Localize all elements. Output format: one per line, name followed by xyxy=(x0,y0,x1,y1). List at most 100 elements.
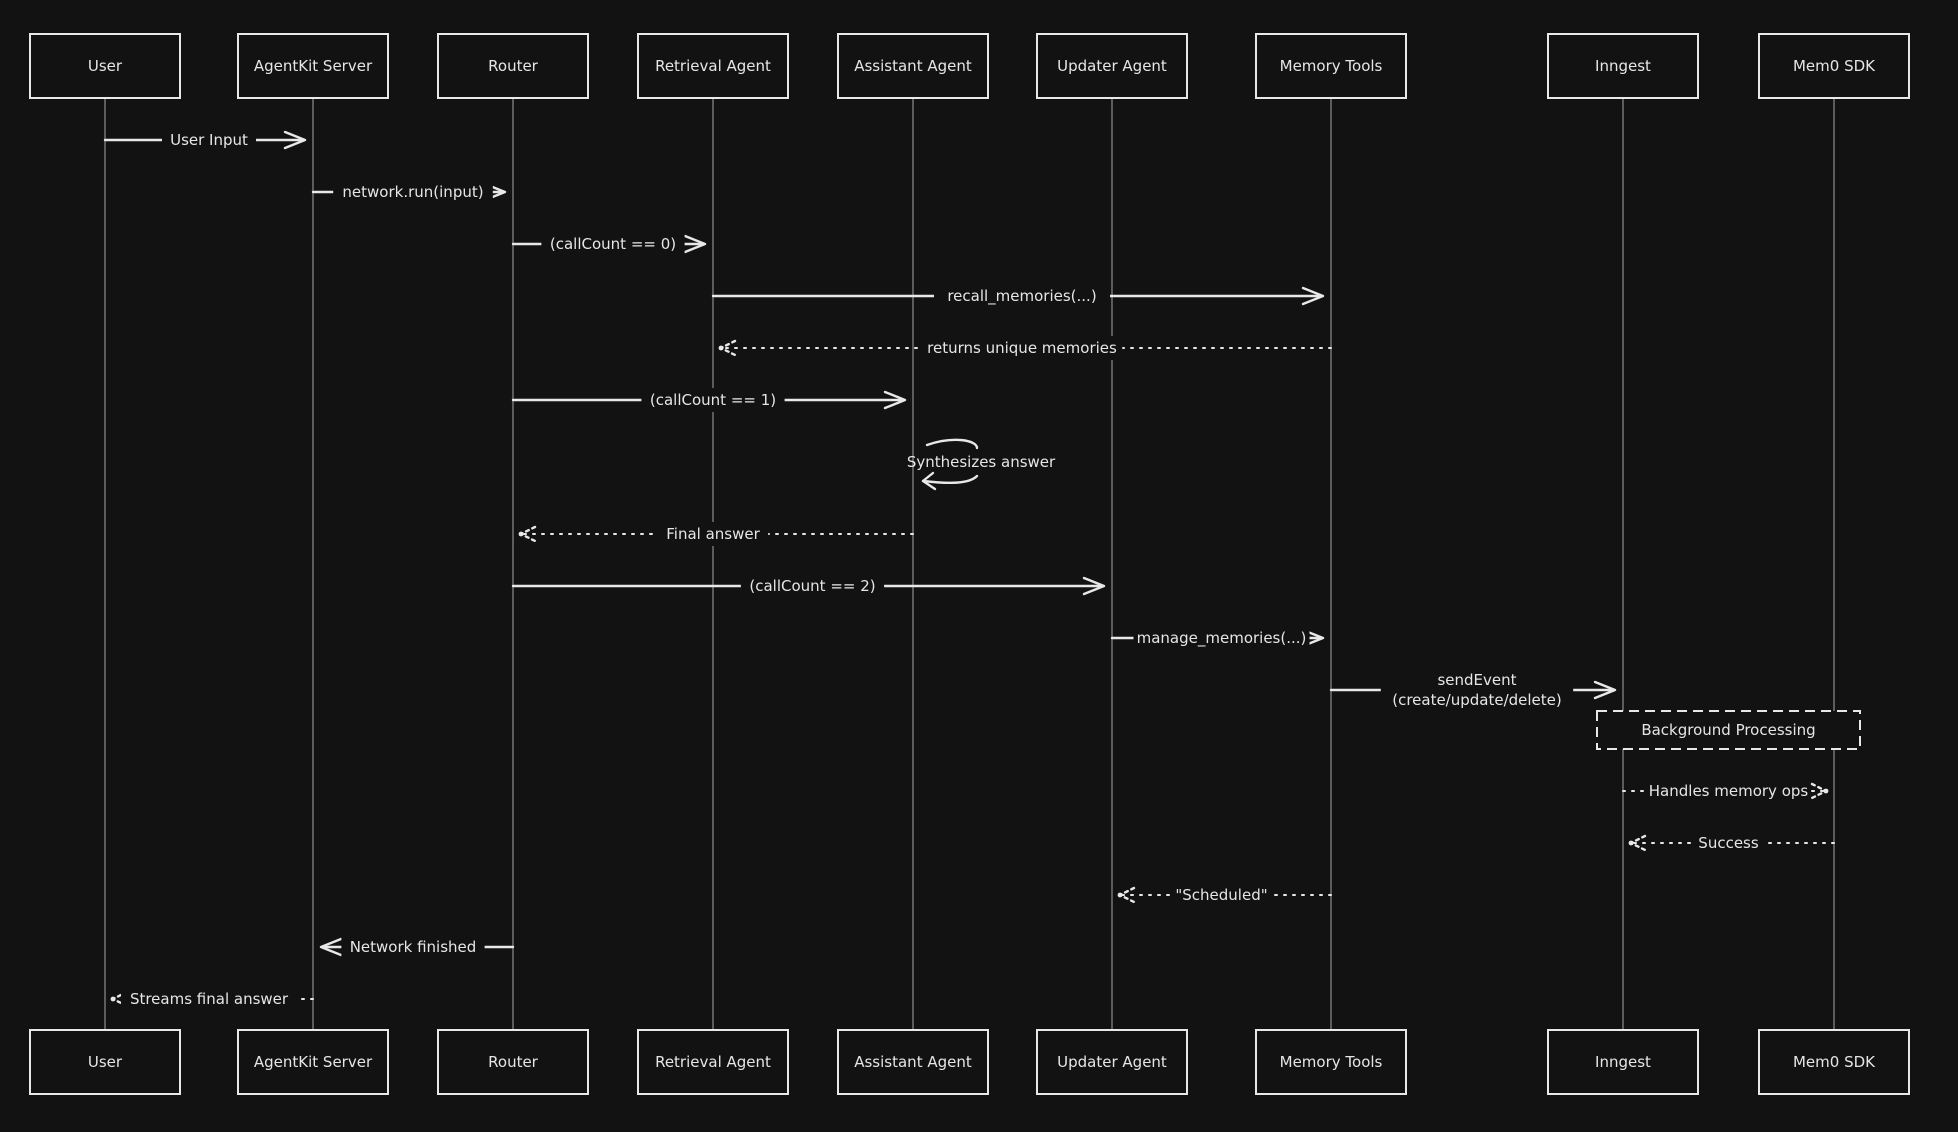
message-synthesizes-answer: Synthesizes answer xyxy=(907,438,1056,491)
participant-box xyxy=(1547,33,1699,99)
message-scheduled: "Scheduled" xyxy=(1117,883,1332,907)
participant-top-user: User xyxy=(29,33,181,99)
participant-top-assistant: Assistant Agent xyxy=(837,33,989,99)
participant-label: User xyxy=(88,57,123,75)
participant-label: Assistant Agent xyxy=(854,1053,972,1071)
label-background xyxy=(1170,883,1273,907)
participant-box xyxy=(237,1029,389,1095)
participant-label: Retrieval Agent xyxy=(655,1053,771,1071)
note-label: Background Processing xyxy=(1641,721,1815,739)
participant-label: Updater Agent xyxy=(1057,1053,1167,1071)
arrowhead xyxy=(683,234,707,254)
arrow-tip-dot xyxy=(718,345,724,351)
participant-label: Retrieval Agent xyxy=(655,57,771,75)
self-call-arc xyxy=(921,474,979,485)
label-background xyxy=(1648,779,1809,803)
participant-label: Mem0 SDK xyxy=(1793,57,1876,75)
arrowhead xyxy=(883,390,907,410)
arrow-tip-dot xyxy=(1117,892,1123,898)
message-label: (callCount == 1) xyxy=(650,391,776,409)
participant-bottom-router: Router xyxy=(437,1029,589,1095)
participant-label: Memory Tools xyxy=(1280,57,1383,75)
message-sendevent: sendEvent(create/update/delete) xyxy=(1329,668,1617,712)
participant-bottom-server: AgentKit Server xyxy=(237,1029,389,1095)
participant-box xyxy=(837,1029,989,1095)
message-streams-final-answer: Streams final answer xyxy=(110,987,314,1011)
message-label: "Scheduled" xyxy=(1175,886,1267,904)
participant-label: User xyxy=(88,1053,123,1071)
message-recall-memories: recall_memories(...) xyxy=(711,284,1325,308)
label-background xyxy=(740,574,885,598)
message-label: Streams final answer xyxy=(130,990,289,1008)
label-background xyxy=(341,935,485,959)
label-background xyxy=(1693,831,1764,855)
label-background xyxy=(333,180,493,204)
arrowhead xyxy=(921,471,937,491)
message-callcount-0: (callCount == 0) xyxy=(511,232,707,256)
arrow-tip-dot xyxy=(1823,788,1829,794)
message-final-answer: Final answer xyxy=(518,522,914,546)
participant-box xyxy=(437,1029,589,1095)
participant-top-router: Router xyxy=(437,33,589,99)
arrowhead xyxy=(1301,286,1325,306)
participant-label: Inngest xyxy=(1595,1053,1651,1071)
participant-box xyxy=(1758,33,1910,99)
message-manage-memories: manage_memories(...) xyxy=(1110,626,1325,650)
message-label: Network finished xyxy=(350,938,477,956)
participant-label: Memory Tools xyxy=(1280,1053,1383,1071)
message-label: User Input xyxy=(170,131,248,149)
label-background xyxy=(934,284,1110,308)
message-label: sendEvent xyxy=(1437,671,1516,689)
participant-box xyxy=(837,33,989,99)
label-background xyxy=(641,388,785,412)
message-label: returns unique memories xyxy=(927,339,1117,357)
participant-top-memtools: Memory Tools xyxy=(1255,33,1407,99)
participant-top-retrieval: Retrieval Agent xyxy=(637,33,789,99)
message-label: manage_memories(...) xyxy=(1137,629,1307,648)
participant-box xyxy=(29,33,181,99)
participant-box xyxy=(1036,1029,1188,1095)
participant-label: AgentKit Server xyxy=(254,57,373,75)
label-background xyxy=(657,522,769,546)
arrowhead xyxy=(1301,628,1325,648)
participant-box xyxy=(1758,1029,1910,1095)
participant-label: Mem0 SDK xyxy=(1793,1053,1876,1071)
participant-label: Router xyxy=(488,1053,539,1071)
participant-box xyxy=(237,33,389,99)
arrowhead xyxy=(283,130,307,150)
participant-box xyxy=(1547,1029,1699,1095)
participant-label: AgentKit Server xyxy=(254,1053,373,1071)
participant-box xyxy=(637,1029,789,1095)
arrowhead xyxy=(1593,680,1617,700)
participant-bottom-user: User xyxy=(29,1029,181,1095)
participant-label: Router xyxy=(488,57,539,75)
message-handles-memory-ops: Handles memory ops xyxy=(1622,779,1829,803)
arrowhead xyxy=(1082,576,1106,596)
participant-label: Assistant Agent xyxy=(854,57,972,75)
label-background xyxy=(541,232,685,256)
participant-bottom-memtools: Memory Tools xyxy=(1255,1029,1407,1095)
participant-top-mem0: Mem0 SDK xyxy=(1758,33,1910,99)
self-call-arc xyxy=(925,438,979,450)
message-label: network.run(input) xyxy=(342,183,483,201)
label-background xyxy=(162,128,256,152)
participant-bottom-assistant: Assistant Agent xyxy=(837,1029,989,1095)
participant-box xyxy=(29,1029,181,1095)
participant-label: Updater Agent xyxy=(1057,57,1167,75)
message-callcount-2: (callCount == 2) xyxy=(511,574,1106,598)
message-user-input: User Input xyxy=(103,128,307,152)
participant-box xyxy=(437,33,589,99)
message-network-finished: Network finished xyxy=(319,935,515,959)
participant-box xyxy=(1255,33,1407,99)
arrow-tip-dot xyxy=(110,996,116,1002)
participant-top-server: AgentKit Server xyxy=(237,33,389,99)
message-label: recall_memories(...) xyxy=(947,287,1096,306)
participant-top-inngest: Inngest xyxy=(1547,33,1699,99)
message-label: (callCount == 2) xyxy=(749,577,875,595)
label-background xyxy=(1133,626,1310,650)
arrowhead xyxy=(319,937,343,957)
participant-box xyxy=(637,33,789,99)
arrow-tip-dot xyxy=(1628,840,1634,846)
participant-bottom-retrieval: Retrieval Agent xyxy=(637,1029,789,1095)
